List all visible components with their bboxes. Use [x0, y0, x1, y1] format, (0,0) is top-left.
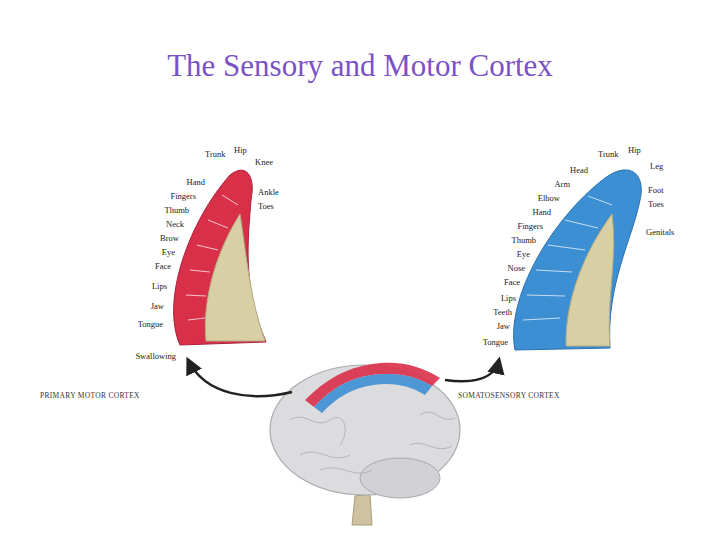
motor-divisions [186, 195, 238, 320]
body-part-label: Face [155, 262, 171, 271]
body-part-label: Trunk [205, 150, 225, 159]
body-part-label: Elbow [538, 194, 560, 203]
body-part-label: Eye [162, 248, 175, 257]
cerebellum [360, 458, 440, 498]
motor-tissue [205, 214, 265, 341]
brain-sensory-band [314, 374, 432, 413]
body-part-label: Hip [628, 146, 641, 155]
body-part-label: Knee [255, 158, 273, 167]
body-part-label: Swallowing [135, 352, 176, 361]
region-caption: PRIMARY MOTOR CORTEX [40, 392, 140, 400]
body-part-label: Jaw [497, 322, 510, 331]
body-part-label: Toes [258, 202, 274, 211]
body-part-label: Genitals [646, 228, 674, 237]
sensory-tissue [566, 214, 614, 346]
body-part-label: Fingers [171, 192, 197, 201]
pointer-arrow [445, 360, 499, 381]
region-caption: SOMATOSENSORY CORTEX [458, 392, 560, 400]
body-part-label: Tongue [138, 320, 163, 329]
body-part-label: Lips [501, 294, 516, 303]
body-part-label: Brow [160, 234, 179, 243]
body-part-label: Hand [533, 208, 551, 217]
body-part-label: Tongue [483, 338, 508, 347]
body-part-label: Trunk [598, 150, 618, 159]
sensory-strip [514, 170, 642, 350]
brain-gyri [290, 412, 455, 473]
pointer-arrow [188, 360, 292, 396]
body-part-label: Fingers [518, 222, 544, 231]
body-part-label: Toes [648, 200, 664, 209]
body-part-label: Nose [508, 264, 525, 273]
body-part-label: Teeth [493, 308, 512, 317]
body-part-label: Eye [517, 250, 530, 259]
body-part-label: Thumb [511, 236, 536, 245]
body-part-label: Ankle [258, 188, 279, 197]
brain-stem [352, 494, 372, 525]
body-part-label: Face [504, 278, 520, 287]
title: The Sensory and Motor Cortex [0, 50, 720, 81]
body-part-label: Arm [554, 180, 570, 189]
body-part-label: Leg [650, 162, 663, 171]
body-part-label: Lips [152, 282, 167, 291]
body-part-label: Hand [187, 178, 205, 187]
body-part-label: Head [570, 166, 588, 175]
sensory-divisions [523, 196, 612, 320]
body-part-label: Jaw [151, 302, 164, 311]
body-part-label: Thumb [164, 206, 189, 215]
body-part-label: Foot [648, 186, 664, 195]
body-part-label: Neck [166, 220, 184, 229]
body-part-label: Hip [234, 146, 247, 155]
